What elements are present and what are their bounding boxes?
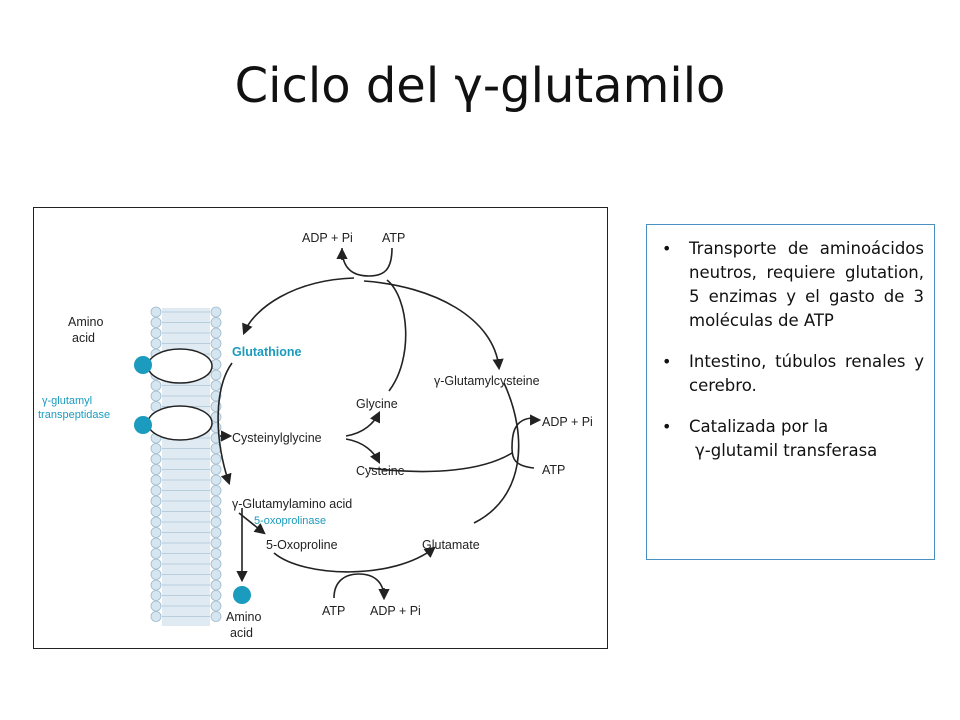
note-text: Intestino, túbulos renales y cerebro.: [689, 352, 924, 395]
arrow-to-glutamylcysteine: [363, 280, 504, 371]
note-text: Catalizada por la: [689, 417, 829, 436]
lipid-head: [150, 569, 162, 580]
gamma-glutamyl-cycle-diagram: ADP + Pi ATP Amino acid Glutathione γ-gl…: [33, 207, 608, 649]
lipid-head: [150, 548, 162, 559]
lipid-head: [210, 516, 222, 528]
label-cysteinylglycine: Cysteinylglycine: [232, 431, 322, 445]
lipid-head: [210, 306, 222, 318]
arrow-to-glutamylamino: [217, 362, 233, 486]
lipid-head: [210, 558, 222, 570]
lipid-head: [210, 569, 222, 580]
lipid-head: [150, 558, 162, 570]
label-oxoproline: 5-Oxoproline: [266, 538, 338, 552]
arrow-to-glutamate: [273, 546, 436, 573]
lipid-head: [150, 474, 162, 486]
lipid-head: [150, 443, 162, 454]
lipid-head: [210, 537, 222, 549]
label-oxoprolinase: 5-oxoprolinase: [254, 515, 326, 527]
lipid-head: [150, 317, 162, 328]
slide-title: Ciclo del γ-glutamilo: [234, 58, 726, 114]
lipid-head: [210, 600, 222, 612]
lipid-head: [210, 369, 222, 381]
notes-box: Transporte de aminoácidos neutros, requi…: [646, 224, 935, 560]
atp-bottom-loop: [333, 573, 385, 599]
lipid-head: [210, 527, 222, 538]
label-atp-bottom: ATP: [322, 604, 345, 618]
arrow-glutamylcysteine-glutamate-path: [473, 382, 520, 524]
lipid-head: [150, 600, 162, 612]
label-transpeptidase-1: γ-glutamyl: [42, 395, 92, 407]
note-text: Transporte de aminoácidos neutros, requi…: [689, 239, 924, 330]
lipid-head: [150, 495, 162, 507]
label-atp-right: ATP: [542, 463, 565, 477]
lipid-head: [150, 527, 162, 538]
amino-acid-dot-out: [233, 586, 251, 604]
lipid-head: [210, 338, 222, 349]
note-item: Transporte de aminoácidos neutros, requi…: [659, 237, 924, 333]
lipid-head: [210, 348, 222, 360]
lipid-head: [210, 590, 222, 601]
arrow-to-glycine: [345, 410, 381, 437]
lipid-head: [210, 495, 222, 507]
label-transpeptidase-2: transpeptidase: [38, 409, 110, 421]
lipid-head: [210, 464, 222, 475]
arrow-to-cysteine: [345, 438, 381, 465]
note-item: Catalizada por la γ-glutamil transferasa: [659, 415, 924, 463]
atp-top-loop: [341, 247, 393, 277]
label-glutamylamino-acid: γ-Glutamylamino acid: [232, 497, 352, 511]
label-glutathione: Glutathione: [232, 345, 301, 359]
label-glutamate: Glutamate: [422, 538, 480, 552]
amino-acid-dot-in: [134, 356, 152, 374]
label-atp-top: ATP: [382, 231, 405, 245]
lipid-head: [210, 506, 222, 517]
lipid-head: [210, 390, 222, 402]
label-glycine: Glycine: [356, 397, 398, 411]
label-amino-acid-out-1: Amino: [226, 610, 261, 624]
lipid-head: [150, 611, 162, 622]
label-adp-pi-top: ADP + Pi: [302, 231, 353, 245]
note-item: Intestino, túbulos renales y cerebro.: [659, 350, 924, 398]
arrow-glycine-input: [386, 279, 407, 392]
arrow-cysteine-to-cycle: [368, 452, 513, 473]
transporter-upper: [147, 348, 213, 384]
lipid-head: [150, 516, 162, 528]
lipid-head: [150, 579, 162, 591]
lipid-head: [210, 317, 222, 328]
lipid-head: [150, 380, 162, 391]
lipid-head: [150, 537, 162, 549]
lipid-head: [150, 464, 162, 475]
label-amino-acid-out-2: acid: [230, 626, 253, 640]
transporter-lower: [147, 405, 213, 441]
lipid-head: [210, 548, 222, 559]
lipid-head: [210, 327, 222, 339]
label-adp-pi-bottom: ADP + Pi: [370, 604, 421, 618]
lipid-head: [150, 590, 162, 601]
label-amino-acid-in-2: acid: [72, 331, 95, 345]
lipid-head: [150, 306, 162, 318]
lipid-head: [210, 474, 222, 486]
label-amino-acid-in-1: Amino: [68, 315, 103, 329]
lipid-head: [150, 453, 162, 465]
lipid-head: [210, 453, 222, 465]
lipid-head: [210, 380, 222, 391]
transpeptidase-dot: [134, 416, 152, 434]
arrow-to-oxoproline: [238, 512, 266, 535]
atp-right-loop: [511, 417, 535, 469]
lipid-head: [150, 390, 162, 402]
arrow-to-glutathione: [242, 277, 355, 336]
lipid-head: [210, 485, 222, 496]
lipid-head: [210, 411, 222, 423]
lipid-head: [210, 579, 222, 591]
lipid-head: [150, 327, 162, 339]
label-glutamylcysteine: γ-Glutamylcysteine: [434, 374, 540, 388]
notes-list: Transporte de aminoácidos neutros, requi…: [659, 237, 924, 463]
lipid-head: [210, 611, 222, 622]
note-text-sub: γ-glutamil transferasa: [695, 441, 878, 460]
cycle-diagram-svg: ADP + Pi ATP Amino acid Glutathione γ-gl…: [38, 231, 593, 640]
lipid-head: [150, 506, 162, 517]
lipid-head: [150, 338, 162, 349]
label-cysteine: Cysteine: [356, 464, 405, 478]
label-adp-pi-right: ADP + Pi: [542, 415, 593, 429]
lipid-head: [150, 485, 162, 496]
